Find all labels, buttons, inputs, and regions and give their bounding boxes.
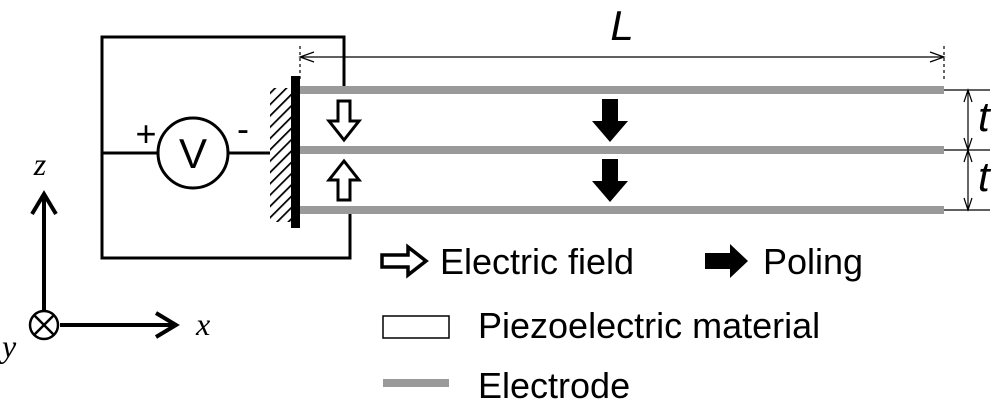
voltage-source: V: [156, 116, 230, 190]
thickness-top-label: t: [978, 93, 992, 140]
x-axis-label: x: [195, 306, 210, 342]
electric-field-down-icon: [325, 99, 363, 143]
minus-sign: -: [237, 108, 249, 149]
poling-arrow-top-icon: [592, 99, 628, 142]
electrodes: [300, 86, 944, 214]
thickness-bottom-label: t: [978, 153, 992, 200]
plus-sign: +: [135, 113, 156, 154]
y-axis-label: y: [0, 328, 17, 364]
length-dimension: [298, 46, 946, 82]
voltage-label: V: [179, 130, 207, 177]
thickness-dimension: [944, 88, 990, 212]
legend-poling-icon: [705, 244, 748, 278]
length-label: L: [610, 2, 633, 49]
poling-arrow-bottom-icon: [592, 159, 628, 202]
legend-electric-field-label: Electric field: [440, 241, 634, 282]
legend: Electric field Poling Piezoelectric mate…: [380, 241, 863, 406]
legend-piezoelectric-label: Piezoelectric material: [478, 305, 820, 346]
legend-poling-label: Poling: [763, 241, 863, 282]
y-axis-circle-cross-icon: [28, 309, 60, 341]
coordinate-axes: [28, 190, 180, 341]
legend-piezoelectric-swatch: [382, 315, 450, 339]
electric-field-up-icon: [325, 158, 363, 202]
legend-electrode-label: Electrode: [478, 365, 630, 406]
legend-electric-field-icon: [380, 243, 429, 279]
z-axis-label: z: [33, 146, 47, 182]
hatched-clamp-icon: [270, 76, 300, 228]
